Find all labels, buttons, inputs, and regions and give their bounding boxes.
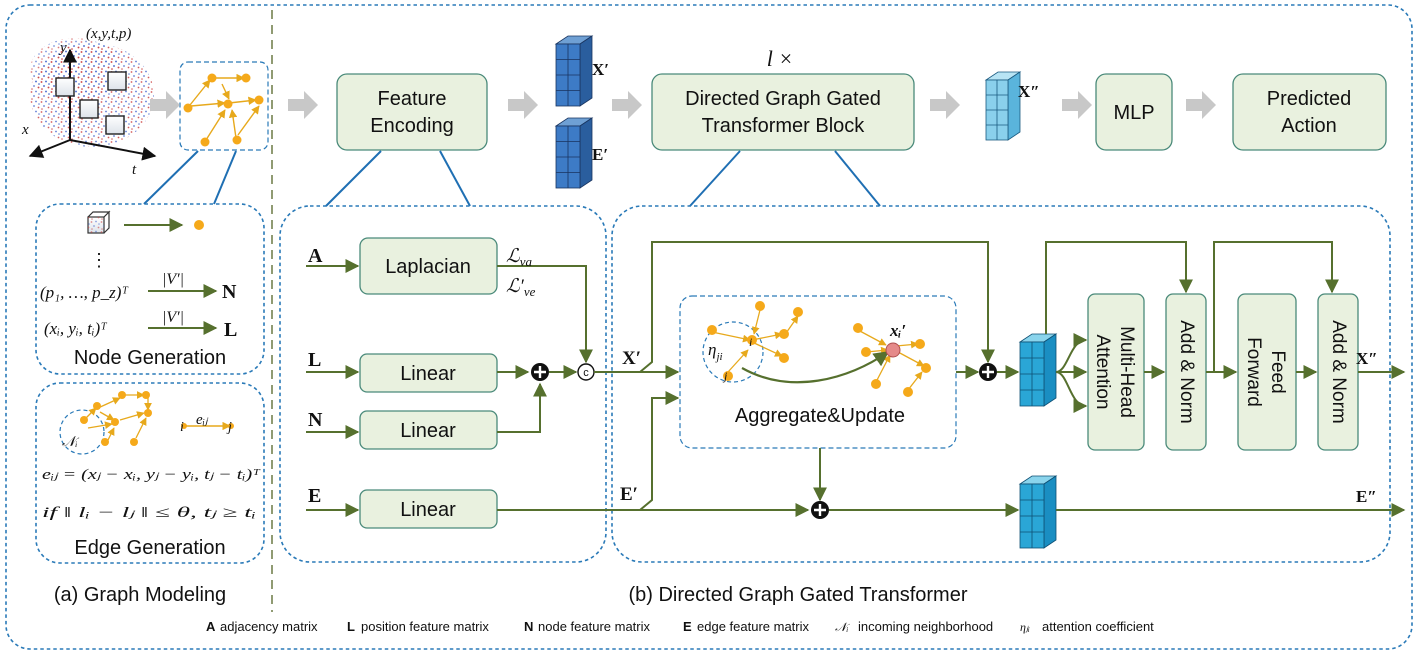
xi-prime-label: xᵢ′ (889, 321, 906, 340)
legend-sym-a: A (206, 619, 216, 634)
event-stream-figure: y x t (x,y,t,p) (21, 26, 157, 178)
outer-frame (5, 4, 1413, 650)
legend-text-e: edge feature matrix (697, 619, 810, 634)
repeat-label: l × (767, 46, 793, 71)
legend-text-neigh: incoming neighborhood (858, 619, 993, 634)
e-prime-tensor (554, 117, 594, 189)
e-prime-label: E′ (592, 145, 608, 164)
position-vector: (xᵢ, yᵢ, tᵢ)ᵀ (44, 319, 107, 338)
caption-graph-modeling: (a) Graph Modeling (54, 584, 226, 606)
node-out-l: L (224, 319, 237, 341)
node-out-n: N (222, 281, 237, 303)
ff-label: FeedForward (1243, 337, 1288, 407)
e-dprime-label: E″ (1356, 487, 1377, 506)
loss-va-label: ℒva (506, 246, 532, 269)
linear-l-label: Linear (400, 363, 456, 385)
edge-generation-title: Edge Generation (74, 537, 225, 559)
feature-encoding-box (336, 73, 488, 151)
node-cube-icon (87, 210, 111, 234)
node-dot-icon (194, 220, 204, 230)
mlp-label: MLP (1113, 102, 1154, 124)
encoder-detail-panel (279, 205, 607, 563)
event-tuple-label: (x,y,t,p) (86, 26, 131, 42)
axis-t-label: t (132, 162, 137, 178)
legend-sym-n: N (524, 619, 533, 634)
x-dprime-tensor (984, 71, 1022, 141)
laplacian-label: Laplacian (385, 256, 471, 278)
legend-sym-neigh: 𝒩ᵢ (835, 620, 850, 634)
e-prime-inline-label: E′ (620, 484, 638, 505)
edge-node-j: j (226, 420, 232, 435)
linear-n-box (359, 410, 498, 450)
flow-arrows (150, 91, 1216, 119)
node-vdots: ⋮ (90, 250, 108, 270)
edge-graph-figure: 𝒩ᵢ (59, 391, 152, 455)
legend-text-eta: attention coefficient (1042, 619, 1154, 634)
axis-y-label: y (58, 40, 67, 56)
linear-e-label: Linear (400, 499, 456, 521)
aggregate-update-box (679, 295, 957, 449)
add-norm-2-label: Add & Norm (1328, 320, 1349, 423)
edge-node-i: i (180, 420, 184, 435)
graph-thumbnail (179, 61, 269, 151)
legend: A adjacency matrix L position feature ma… (206, 619, 1154, 634)
legend-sym-eta: ηⱼᵢ (1020, 620, 1030, 634)
linear-n-label: Linear (400, 420, 456, 442)
input-e-label: E (308, 485, 321, 507)
loss-ve-label: ℒ′ve (506, 276, 536, 299)
eta-label: ηji (708, 340, 723, 363)
mha-label: Multi-HeadAttention (1092, 326, 1137, 418)
block-detail-panel (611, 205, 1391, 563)
legend-sym-e: E (683, 619, 692, 634)
x-dprime-top-label: X″ (1018, 82, 1040, 101)
neighborhood-label: 𝒩ᵢ (62, 435, 80, 450)
add-norm-1-label: Add & Norm (1176, 320, 1197, 423)
polarity-vector: (p₁, …, p_z)ᵀ (40, 283, 128, 302)
x-prime-tensor (554, 35, 594, 107)
x-dprime-out-label: X″ (1356, 349, 1378, 368)
input-n-label: N (308, 409, 323, 431)
x-prime-label: X′ (592, 60, 609, 79)
node-count-label-n: |V′| (162, 271, 184, 288)
legend-sym-l: L (347, 619, 355, 634)
predicted-action-box (1232, 73, 1387, 151)
aggregate-graph-figure: ηji i j xᵢ′ (702, 301, 931, 397)
node-generation-title: Node Generation (74, 347, 226, 369)
legend-text-a: adjacency matrix (220, 619, 318, 634)
x-prime-inline-label: X′ (622, 348, 641, 369)
edge-definition-figure: i eᵢⱼ j (180, 412, 234, 435)
node-count-label-l: |V′| (162, 309, 184, 326)
edge-generation-panel (35, 382, 265, 564)
mlp-box (1095, 73, 1173, 151)
input-l-label: L (308, 349, 321, 371)
e-hidden-tensor (1018, 475, 1058, 549)
aggregate-update-label: Aggregate&Update (735, 405, 905, 427)
node-i-label: i (749, 335, 752, 349)
axis-x-label: x (21, 122, 29, 138)
input-a-label: A (308, 245, 323, 267)
legend-text-l: position feature matrix (361, 619, 489, 634)
concat-label: c (583, 367, 589, 379)
edge-condition: if ‖ lᵢ − lⱼ ‖ ≤ θ, tⱼ ≥ tᵢ (42, 505, 256, 521)
dggt-block-box (651, 73, 915, 151)
caption-transformer: (b) Directed Graph Gated Transformer (628, 584, 967, 606)
edge-formula: eᵢⱼ = (xⱼ − xᵢ, yⱼ − yᵢ, tⱼ − tᵢ)ᵀ (42, 467, 262, 483)
edge-label-eij: eᵢⱼ (196, 412, 209, 428)
x-hidden-tensor (1018, 333, 1058, 407)
legend-text-n: node feature matrix (538, 619, 651, 634)
node-j-label: j (722, 369, 728, 383)
